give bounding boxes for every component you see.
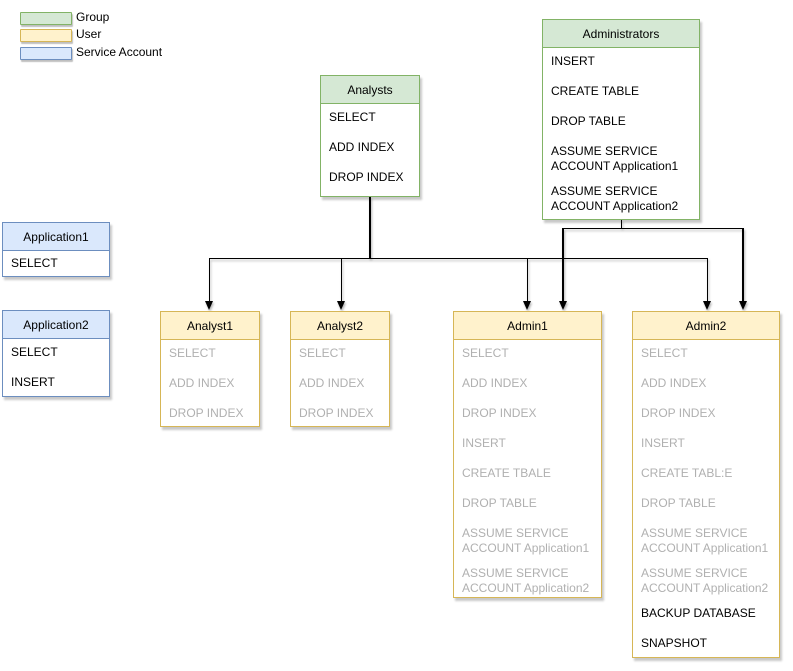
permission-item: ASSUME SERVICE ACCOUNT Application2 — [462, 566, 590, 595]
permission-item: DROP INDEX — [641, 406, 716, 420]
node-title: Admin1 — [454, 312, 601, 340]
permission-item: ASSUME SERVICE ACCOUNT Application1 — [551, 144, 679, 173]
permission-item: BACKUP DATABASE — [641, 606, 756, 620]
arrowhead-down-icon — [703, 301, 711, 310]
arrowhead-down-icon — [337, 301, 345, 310]
node-analyst1: Analyst1 SELECT ADD INDEX DROP INDEX — [160, 311, 260, 427]
node-title: Analyst1 — [161, 312, 259, 340]
permission-item: DROP INDEX — [169, 406, 244, 420]
permission-list: INSERT CREATE TABLE DROP TABLE ASSUME SERVI… — [543, 48, 699, 214]
group-color-swatch — [20, 12, 72, 25]
node-analysts: Analysts SELECT ADD INDEX DROP INDEX — [320, 75, 420, 197]
permission-item: ASSUME SERVICE ACCOUNT Application2 — [551, 184, 679, 213]
permission-item: ADD INDEX — [299, 376, 365, 390]
edge-administrators-to-admin1 — [562, 228, 564, 302]
permission-item: SELECT — [299, 346, 346, 360]
user-color-swatch — [20, 29, 72, 42]
node-title: Administrators — [543, 20, 699, 48]
permission-item: ADD INDEX — [641, 376, 707, 390]
node-admin2: Admin2 SELECT ADD INDEX DROP INDEX INSERT CR… — [632, 311, 780, 658]
permission-list: SELECT ADD INDEX DROP INDEX — [161, 340, 259, 421]
permission-item: SELECT — [641, 346, 688, 360]
node-title: Application1 — [3, 223, 109, 251]
permission-item: SELECT — [169, 346, 216, 360]
permission-item: DROP INDEX — [299, 406, 374, 420]
permission-list: SELECT ADD INDEX DROP INDEX INSERT CREATE TB… — [454, 340, 601, 596]
permission-list: SELECT INSERT — [3, 339, 109, 390]
permission-item: ASSUME SERVICE ACCOUNT Application2 — [641, 566, 769, 595]
node-title: Admin2 — [633, 312, 779, 340]
permission-item: SELECT — [11, 256, 58, 270]
arrowhead-down-icon — [205, 301, 213, 310]
node-title: Analysts — [321, 76, 419, 104]
permission-item: SELECT — [329, 110, 376, 124]
permission-item: DROP TABLE — [641, 496, 716, 510]
node-administrators: Administrators INSERT CREATE TABLE DROP TA… — [542, 19, 700, 220]
legend-label-user: User — [76, 27, 102, 41]
permission-list: SELECT — [3, 251, 109, 271]
legend-label-group: Group — [76, 10, 110, 24]
edge-analysts-to-admin1 — [527, 258, 528, 302]
edge-administrators-trunk — [621, 220, 622, 229]
permission-item: ADD INDEX — [169, 376, 235, 390]
service-account-color-swatch — [20, 47, 72, 60]
edge-analysts-to-admin2 — [707, 258, 708, 302]
node-title: Analyst2 — [291, 312, 389, 340]
edge-analysts-to-analyst1 — [209, 258, 210, 302]
arrowhead-down-icon — [739, 301, 747, 310]
permission-item: INSERT — [462, 436, 506, 450]
permission-item: ASSUME SERVICE ACCOUNT Application1 — [641, 526, 769, 555]
permission-item: DROP TABLE — [462, 496, 537, 510]
permission-item: CREATE TBALE — [462, 466, 551, 480]
arrowhead-down-icon — [559, 301, 567, 310]
edge-analysts-trunk — [369, 197, 371, 259]
permission-item: DROP TABLE — [551, 114, 626, 128]
permission-item: CREATE TABL:E — [641, 466, 733, 480]
permission-item: SNAPSHOT — [641, 636, 708, 650]
permission-list: SELECT ADD INDEX DROP INDEX — [291, 340, 389, 421]
arrowhead-down-icon — [523, 301, 531, 310]
legend-label-service-account: Service Account — [76, 45, 163, 59]
permission-item: INSERT — [11, 375, 55, 389]
node-analyst2: Analyst2 SELECT ADD INDEX DROP INDEX — [290, 311, 390, 427]
permission-item: ASSUME SERVICE ACCOUNT Application1 — [462, 526, 590, 555]
edge-administrators-to-admin2 — [742, 228, 744, 302]
permission-item: DROP INDEX — [462, 406, 537, 420]
permission-item: DROP INDEX — [329, 170, 404, 184]
permission-list: SELECT ADD INDEX DROP INDEX INSERT CREATE TA… — [633, 340, 779, 651]
permission-item: INSERT — [641, 436, 685, 450]
node-admin1: Admin1 SELECT ADD INDEX DROP INDEX INSERT CR… — [453, 311, 602, 598]
edge-analysts-to-analyst2 — [341, 258, 342, 302]
edge-administrators-branch-bar — [563, 228, 744, 229]
node-application2: Application2 SELECT INSERT — [2, 310, 110, 397]
node-application1: Application1 SELECT — [2, 222, 110, 277]
permission-item: ADD INDEX — [329, 140, 395, 154]
permission-item: INSERT — [551, 54, 595, 68]
permission-item: ADD INDEX — [462, 376, 528, 390]
permission-item: SELECT — [462, 346, 509, 360]
permission-item: CREATE TABLE — [551, 84, 640, 98]
edge-analysts-branch-bar — [209, 258, 708, 259]
node-title: Application2 — [3, 311, 109, 339]
permission-list: SELECT ADD INDEX DROP INDEX — [321, 104, 419, 185]
permission-item: SELECT — [11, 345, 58, 359]
